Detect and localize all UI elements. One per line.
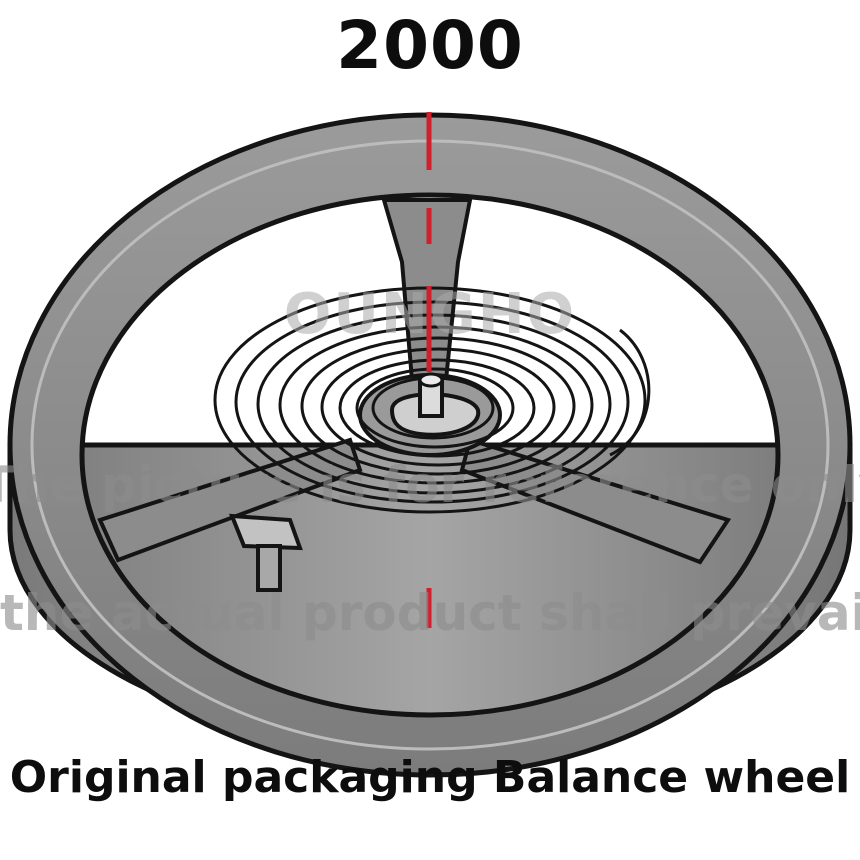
product-caption: Original packaging Balance wheel xyxy=(9,752,851,803)
collet xyxy=(389,372,481,437)
model-number: 2000 xyxy=(336,7,524,84)
hairspring xyxy=(213,286,651,514)
stud xyxy=(228,513,303,592)
